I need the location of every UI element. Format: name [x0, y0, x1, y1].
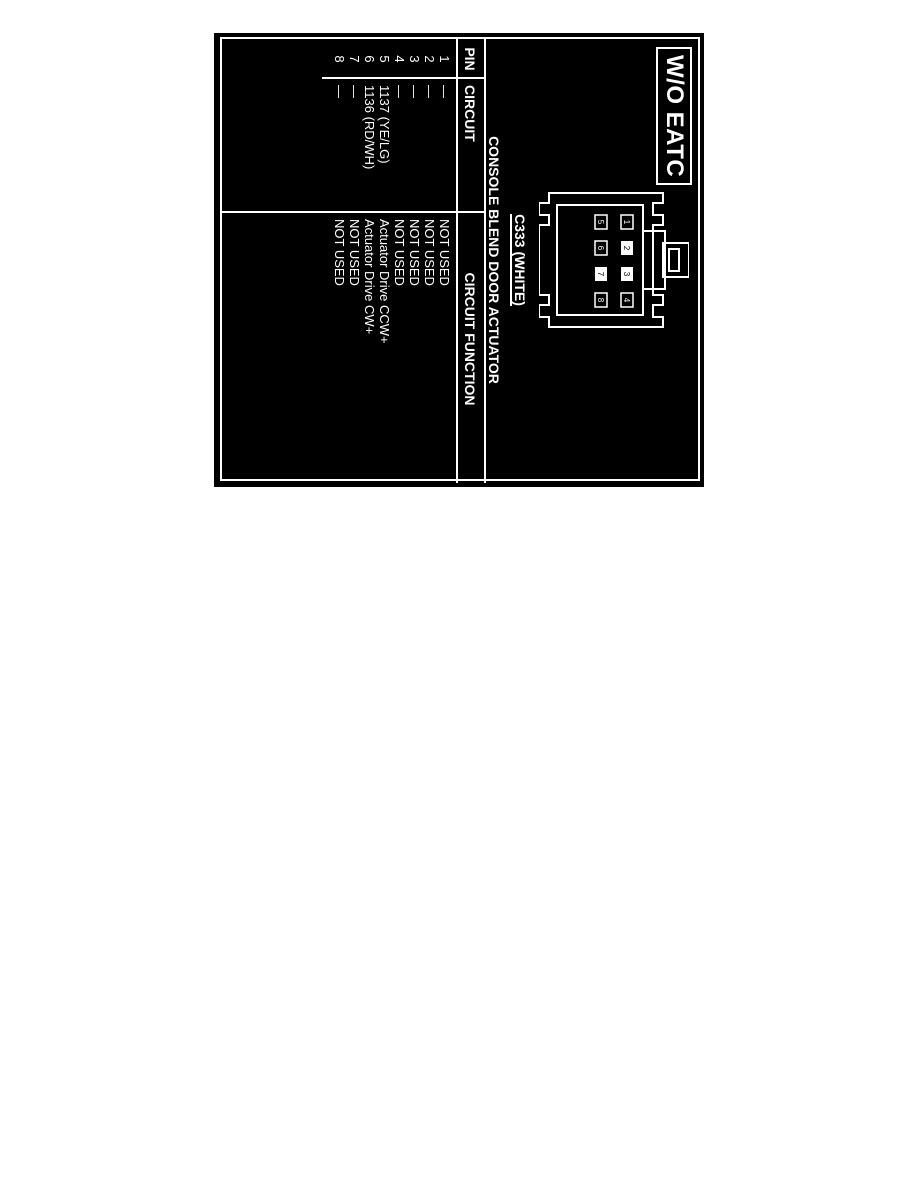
table-row: 4 — NOT USED — [392, 33, 407, 487]
circuit-id: — — [407, 85, 422, 98]
header-function: CIRCUIT FUNCTION — [462, 272, 478, 406]
terminal-1 — [620, 214, 634, 230]
circuit-function: NOT USED — [437, 219, 452, 286]
terminal-6 — [594, 240, 608, 256]
terminal-2 — [621, 241, 633, 255]
pin-number: 5 — [377, 55, 392, 63]
circuit-id: — — [392, 85, 407, 98]
connector-name: CONSOLE BLEND DOOR ACTUATOR — [486, 136, 502, 384]
terminal-row-top — [620, 214, 634, 308]
table-header-rule — [456, 37, 458, 483]
cavity-label-7: 7 — [596, 272, 605, 277]
circuit-id: — — [422, 85, 437, 98]
circuit-function: NOT USED — [332, 219, 347, 286]
header-pin: PIN — [462, 47, 478, 71]
terminal-7 — [595, 267, 607, 281]
connector-latch-window — [668, 248, 680, 272]
cavity-label-2: 2 — [622, 246, 631, 251]
terminal-5 — [594, 214, 608, 230]
cavity-label-3: 3 — [622, 272, 631, 277]
connector-face: 1 5 2 6 3 7 4 8 — [539, 192, 689, 328]
title-badge: W/O EATC — [656, 47, 692, 186]
pin-table-body: 1 — NOT USED 2 — NOT USED 3 — NOT USED 4… — [332, 33, 452, 487]
circuit-function: Actuator Drive CCW+ — [377, 219, 392, 344]
circuit-function: NOT USED — [347, 219, 362, 286]
circuit-function: NOT USED — [407, 219, 422, 286]
circuit-id: 1137 (YE/LG) — [377, 85, 392, 164]
connector-id-text: C333 (WHITE) — [510, 214, 528, 306]
cavity-label-1: 1 — [622, 220, 631, 225]
cavity-label-4: 4 — [622, 298, 631, 303]
circuit-id: — — [347, 85, 362, 98]
connector-key-step — [643, 230, 666, 290]
circuit-id: — — [437, 85, 452, 98]
table-row: 1 — NOT USED — [437, 33, 452, 487]
diagram-panel: W/O EATC — [214, 33, 704, 487]
cavity-label-6: 6 — [596, 246, 605, 251]
table-row: 5 1137 (YE/LG) Actuator Drive CCW+ — [377, 33, 392, 487]
terminal-4 — [620, 292, 634, 308]
table-row: 2 — NOT USED — [422, 33, 437, 487]
connector-cavity-area — [556, 204, 644, 316]
pin-number: 7 — [347, 55, 362, 63]
terminal-3 — [621, 267, 633, 281]
circuit-function: Actuator Drive CW+ — [362, 219, 377, 335]
diagram-canvas: W/O EATC — [214, 33, 704, 487]
cavity-label-5: 5 — [596, 220, 605, 225]
terminal-8 — [594, 292, 608, 308]
connector-housing — [539, 192, 664, 328]
pin-number: 3 — [407, 55, 422, 63]
connector-latch — [662, 242, 689, 278]
pin-number: 2 — [422, 55, 437, 63]
circuit-function: NOT USED — [422, 219, 437, 286]
table-row: 6 1136 (RD/WH) Actuator Drive CW+ — [362, 33, 377, 487]
circuit-function: NOT USED — [392, 219, 407, 286]
table-row: 3 — NOT USED — [407, 33, 422, 487]
circuit-id: 1136 (RD/WH) — [362, 85, 377, 170]
table-row: 8 — NOT USED — [332, 33, 347, 487]
connector-id: C333 (WHITE) — [510, 33, 528, 487]
pin-number: 8 — [332, 55, 347, 63]
terminal-row-bottom — [594, 214, 608, 308]
pin-number: 1 — [437, 55, 452, 63]
cavity-label-8: 8 — [596, 298, 605, 303]
table-top-rule — [484, 37, 486, 483]
title-text: W/O EATC — [661, 55, 688, 178]
pin-number: 6 — [362, 55, 377, 63]
pin-number: 4 — [392, 55, 407, 63]
table-row: 7 — NOT USED — [347, 33, 362, 487]
circuit-id: — — [332, 85, 347, 98]
header-circuit: CIRCUIT — [462, 85, 478, 142]
